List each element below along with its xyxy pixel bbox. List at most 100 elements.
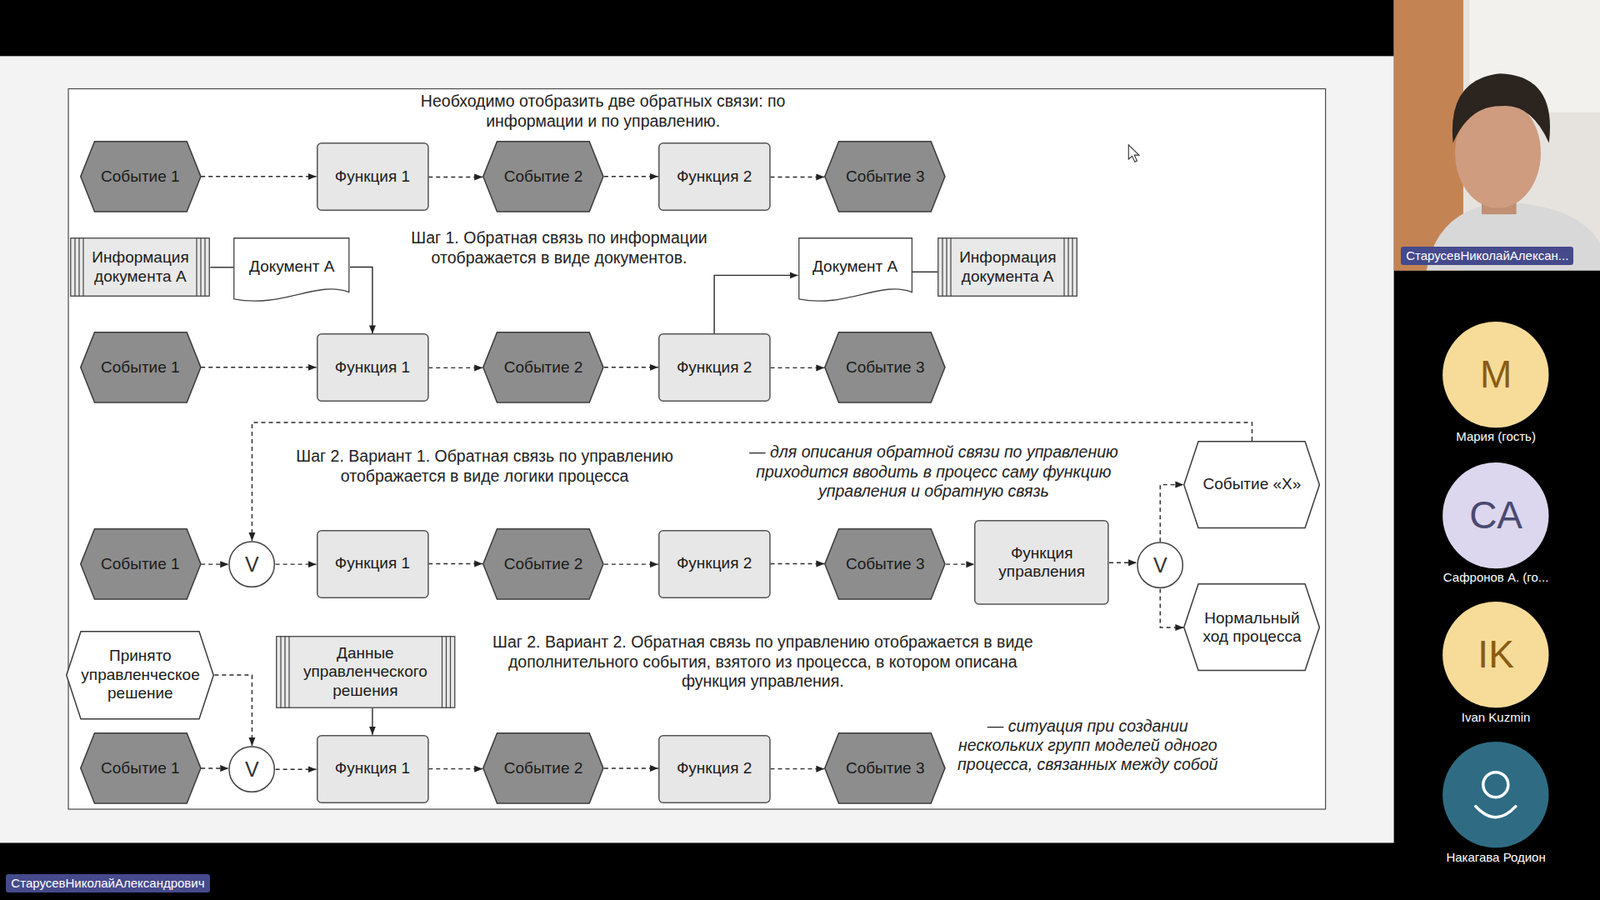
annotation-text: Шаг 2. Вариант 1. Обратная связь по упра… [260, 446, 710, 486]
node-text: Информация документа А [91, 248, 189, 286]
document-shape: Документ А [798, 237, 913, 306]
event-hexagon: Событие 2 [482, 528, 605, 600]
node-text: Информация документа А [959, 248, 1056, 286]
stripe-line [200, 237, 202, 297]
participant-name: Накагава Родион [1420, 850, 1572, 865]
hexagon-outline [483, 332, 604, 403]
event-hexagon: Событие 2 [482, 331, 605, 404]
xor-connector: V [228, 745, 275, 793]
name-tag: СтарусевНиколайАлексан... [1400, 246, 1574, 265]
node-text: Документ А [249, 257, 335, 276]
event-hexagon: Событие 1 [80, 732, 202, 805]
annotation-text: Шаг 2. Вариант 2. Обратная связь по упра… [480, 632, 1047, 691]
node-text: Событие 1 [100, 358, 180, 377]
avatar-initials: IK [1428, 601, 1564, 708]
avatar-shape [1428, 741, 1564, 848]
node-text: Событие 1 [100, 167, 180, 186]
node-text: Документ А [812, 257, 898, 276]
stripe-line [79, 237, 80, 297]
flow-arrow [275, 769, 317, 770]
flow-arrow [200, 366, 316, 368]
slide-area [0, 55, 1395, 843]
annotation-text: Шаг 1. Обратная связь по информации отоб… [369, 228, 750, 268]
box-outline [659, 143, 770, 211]
stripe-line [205, 237, 206, 297]
information-box: Данные управленческого решения [275, 635, 456, 709]
xor-connector: V [1136, 541, 1184, 589]
box-outline [70, 238, 210, 297]
node-text: Данные управленческого решения [297, 644, 435, 700]
box-outline [316, 735, 428, 803]
box-outline [316, 143, 428, 211]
node-text: V [1153, 555, 1168, 576]
flow-arrow [275, 563, 317, 565]
hexagon-outline [80, 141, 200, 212]
box-outline [659, 334, 770, 402]
node-text: V [245, 759, 260, 780]
hexagon-outline [1184, 441, 1320, 529]
information-link [912, 271, 938, 273]
box-outline [659, 735, 770, 803]
flow-arrow [604, 366, 659, 368]
flow-arrow [945, 563, 975, 565]
flow-arrow [428, 367, 483, 369]
node-text: Функция управления [980, 544, 1103, 582]
node-text: Функция 2 [676, 167, 752, 186]
hexagon-outline [1184, 584, 1320, 671]
box-outline [275, 636, 455, 708]
flow-arrow [214, 675, 252, 746]
participant-avatar: MМария (гость) [1428, 321, 1564, 448]
stripe-line [950, 237, 952, 297]
flow-arrow [770, 768, 825, 770]
stripe-line [75, 237, 76, 297]
user-icon-body [1475, 806, 1516, 818]
flow-arrow [1109, 562, 1137, 564]
user-icon-head [1483, 772, 1509, 798]
flow-arrow [604, 767, 659, 769]
flow-arrow [428, 563, 483, 565]
hexagon-outline [825, 141, 945, 212]
box-outline [316, 530, 428, 598]
flow-arrow [604, 563, 659, 565]
node-text: Событие 2 [504, 555, 584, 574]
stripe-line [1064, 237, 1065, 297]
node-text: Событие 3 [845, 167, 925, 186]
box-outline [316, 334, 428, 402]
node-text: Событие 2 [504, 759, 584, 778]
flow-arrow [428, 768, 483, 770]
function-box: Функция управления [974, 520, 1110, 605]
name-tag: СтарусевНиколайАлександрович [5, 874, 210, 893]
node-text: Функция 1 [335, 759, 410, 778]
node-text: Событие 1 [100, 555, 180, 574]
hexagon-outline [825, 332, 945, 403]
node-text: Событие 3 [845, 555, 925, 574]
hexagon-outline [483, 733, 604, 804]
stripe-line [946, 237, 948, 297]
node-text: Принято управленческое решение [80, 646, 200, 703]
event-hexagon: Принято управленческое решение [65, 630, 215, 720]
hexagon-outline [483, 141, 604, 212]
avatar-initials: M [1428, 321, 1564, 428]
video-hair [1452, 73, 1550, 143]
event-hexagon: Событие 2 [482, 140, 605, 213]
xor-connector: V [228, 540, 275, 588]
hexagon-outline [483, 529, 604, 600]
stripe-line [1072, 237, 1074, 297]
stripe-line [1068, 237, 1070, 297]
function-box: Функция 2 [658, 333, 771, 402]
node-text: V [245, 554, 260, 575]
flow-arrow [428, 176, 483, 178]
node-text: Событие 1 [100, 759, 180, 778]
participant-name: Мария (гость) [1420, 429, 1572, 445]
box-outline [975, 520, 1109, 605]
participant-avatar: CAСафронов А. (го... [1428, 462, 1564, 589]
flow-arrow [604, 175, 659, 177]
participant-name: Сафронов А. (го... [1420, 570, 1572, 585]
document-outline [234, 238, 350, 301]
stripe-line [288, 635, 290, 709]
information-link [350, 267, 373, 335]
event-hexagon: Событие 3 [824, 528, 946, 600]
information-link [714, 275, 798, 334]
stripe-line [445, 635, 447, 709]
